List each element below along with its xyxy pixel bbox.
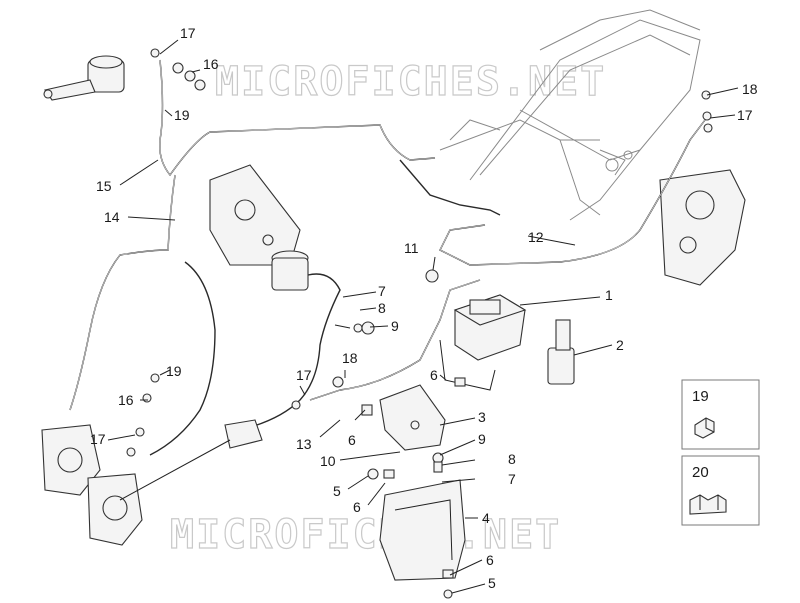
callout-8: 8: [378, 300, 386, 316]
callout-1: 1: [605, 287, 613, 303]
callout-7: 7: [508, 471, 516, 487]
mounting-plate: [209, 164, 301, 266]
watermark-bottom: MICROFICHES.NET: [170, 512, 561, 558]
callout-6: 6: [348, 432, 356, 448]
watermark-top: MICROFICHES.NET: [215, 59, 606, 105]
callout-2: 2: [616, 337, 624, 353]
abs-cover: [379, 479, 466, 581]
front-calipers: [41, 424, 143, 546]
callout-14: 14: [104, 209, 120, 225]
callout-18: 18: [342, 350, 358, 366]
callout-16: 16: [203, 56, 219, 72]
hardware: [126, 48, 713, 599]
callout-10: 10: [320, 453, 336, 469]
callout-6: 6: [353, 499, 361, 515]
callout-5: 5: [488, 575, 496, 591]
callout-19: 19: [166, 363, 182, 379]
callout-9: 9: [391, 318, 399, 334]
front-master-cylinder: [43, 55, 125, 101]
inset-20: 20: [681, 455, 760, 526]
callout-5: 5: [333, 483, 341, 499]
callout-18: 18: [742, 81, 758, 97]
callout-11: 11: [404, 240, 419, 256]
frame-illustration: [439, 9, 701, 221]
callout-labels: 17 16 19 15 14 18 17 12 11 1 7 8 9 2 18 …: [90, 25, 758, 591]
abs-bracket: [379, 384, 446, 451]
abs-connector: [547, 319, 575, 385]
inset-19-label: 19: [692, 388, 709, 405]
callout-16: 16: [118, 392, 134, 408]
brake-lines: [69, 59, 706, 456]
callout-12: 12: [528, 229, 544, 245]
callout-6: 6: [430, 367, 438, 383]
callout-17: 17: [737, 107, 753, 123]
callout-17: 17: [180, 25, 196, 41]
rear-caliper: [659, 169, 746, 286]
callout-4: 4: [482, 510, 490, 526]
callout-19: 19: [174, 107, 190, 123]
abs-modulator: [439, 294, 527, 391]
callout-15: 15: [96, 178, 112, 194]
callout-6: 6: [486, 552, 494, 568]
callout-17: 17: [90, 431, 106, 447]
callout-13: 13: [296, 436, 312, 452]
callout-9: 9: [478, 431, 486, 447]
leader-lines: [107, 39, 739, 594]
callout-17: 17: [296, 367, 312, 383]
rear-master-cylinder: [119, 250, 341, 501]
callout-3: 3: [478, 409, 486, 425]
callout-7: 7: [378, 283, 386, 299]
inset-20-label: 20: [692, 464, 709, 481]
callout-8: 8: [508, 451, 516, 467]
inset-19: 19: [681, 379, 760, 450]
